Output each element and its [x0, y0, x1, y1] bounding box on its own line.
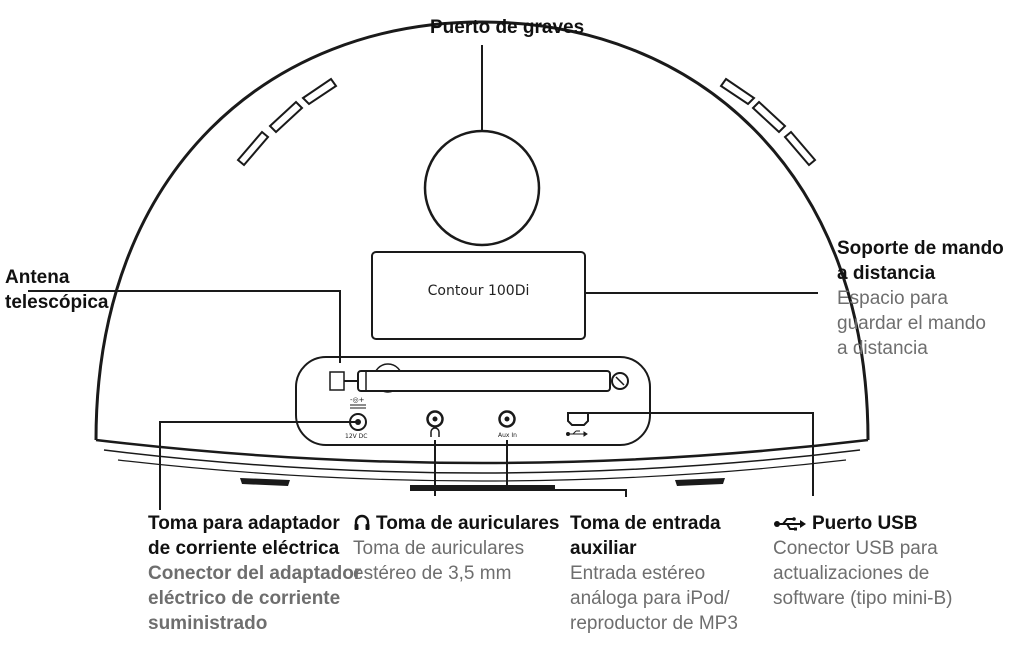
remote-holder-desc-line-1: Espacio para: [837, 288, 948, 309]
power-label: Toma para adaptador de corriente eléctri…: [148, 511, 361, 636]
usb-small-icon: [566, 430, 588, 437]
remote-holder-desc-line-3: a distancia: [837, 338, 928, 359]
power-title-line-2: de corriente eléctrica: [148, 538, 340, 559]
antenna: [329, 363, 629, 393]
headphone-jack: [426, 410, 444, 437]
usb-desc-line-2: actualizaciones de: [773, 563, 930, 584]
usb-title: Puerto USB: [812, 513, 918, 534]
aux-title-line-2: auxiliar: [570, 538, 637, 559]
aux-desc-line-1: Entrada estéreo: [570, 563, 706, 584]
remote-holder-title-line-1: Soporte de mando: [837, 238, 1004, 259]
power-desc-line-3: suministrado: [148, 613, 268, 634]
power-jack: -◎+ 12V DC: [345, 396, 367, 440]
bass-port: [423, 129, 541, 247]
antenna-label: Antena telescópica: [5, 265, 109, 315]
antenna-title-line-2: telescópica: [5, 292, 109, 313]
power-title-line-1: Toma para adaptador: [148, 513, 340, 534]
remote-holder-title-line-2: a distancia: [837, 263, 936, 284]
remote-holder-label: Soporte de mando a distancia Espacio par…: [837, 236, 1004, 361]
aux-title-line-1: Toma de entrada: [570, 513, 721, 534]
aux-label: Toma de entrada auxiliar Entrada estéreo…: [570, 511, 738, 636]
aux-jack: Aux In: [498, 410, 517, 439]
headphones-desc-line-2: estéreo de 3,5 mm: [353, 563, 512, 584]
side-buttons: [236, 77, 817, 167]
aux-desc-line-2: análoga para iPod/: [570, 588, 730, 609]
headphones-icon: [354, 514, 370, 530]
bass-port-title: Puerto de graves: [430, 17, 585, 38]
headphones-desc-line-1: Toma de auriculares: [353, 538, 525, 559]
usb-icon: [774, 517, 806, 531]
power-desc-line-2: eléctrico de corriente: [148, 588, 341, 609]
antenna-title-line-1: Antena: [5, 267, 70, 288]
usb-desc-line-3: software (tipo mini-B): [773, 588, 953, 609]
headphones-label: Toma de auriculares Toma de auriculares …: [353, 511, 559, 586]
remote-holder: [371, 251, 586, 340]
aux-port-label: Aux In: [498, 432, 517, 439]
usb-label: Puerto USB Conector USB para actualizaci…: [773, 511, 953, 611]
usb-desc-line-1: Conector USB para: [773, 538, 938, 559]
leader-lines: [28, 45, 818, 510]
speaker-dome: [94, 20, 870, 441]
remote-holder-desc-line-2: guardar el mando: [837, 313, 986, 334]
nameplate-text: Contour 100Di: [427, 283, 530, 299]
svg-text:-◎+: -◎+: [350, 396, 365, 404]
speaker-base: [95, 438, 869, 465]
dc-port-label: 12V DC: [345, 433, 367, 440]
power-desc-line-1: Conector del adaptador: [148, 563, 362, 584]
speaker-feet: [240, 478, 725, 491]
headphones-title: Toma de auriculares: [376, 513, 560, 534]
aux-desc-line-3: reproductor de MP3: [570, 613, 738, 634]
